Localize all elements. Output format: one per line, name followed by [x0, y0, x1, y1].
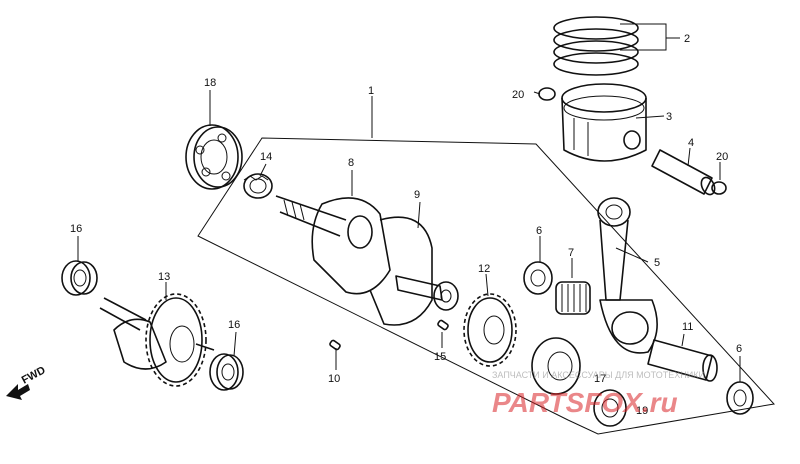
piston-rings: [553, 16, 639, 76]
callout-18: 18: [204, 77, 216, 89]
callout-20-upper: 20: [512, 89, 524, 101]
primary-drive-gear: [463, 293, 517, 367]
thrust-washer-upper: [523, 261, 553, 295]
fwd-label: FWD: [20, 364, 48, 386]
callout-10: 10: [328, 373, 340, 385]
watermark-top-text: ЗАПЧАСТИ И АКСЕССУАРЫ ДЛЯ МОТОТЕХНИКИ: [492, 370, 705, 380]
oil-seal-right: [593, 389, 627, 427]
crankshaft: [275, 195, 459, 326]
callout-7: 7: [568, 247, 574, 259]
needle-bearing: [555, 281, 591, 315]
callout-20-lower: 20: [716, 151, 728, 163]
callout-19: 19: [636, 405, 648, 417]
balancer-bearing-left: [61, 260, 98, 296]
callout-9: 9: [414, 189, 420, 201]
fwd-arrow-icon: [6, 384, 30, 400]
callout-5: 5: [654, 257, 660, 269]
callout-15: 15: [434, 351, 446, 363]
callout-2: 2: [684, 33, 690, 45]
piston-pin: [651, 149, 716, 196]
connecting-rod: [597, 197, 658, 354]
woodruff-key-10: [329, 339, 341, 351]
watermark-logo: PARTSFOX.ru: [492, 387, 678, 418]
callout-1: 1: [368, 85, 374, 97]
callout-3: 3: [666, 111, 672, 123]
oil-seal: [243, 173, 273, 199]
watermark: ЗАПЧАСТИ И АКСЕССУАРЫ ДЛЯ МОТОТЕХНИКИ PA…: [492, 370, 705, 418]
balancer-shaft: [99, 293, 215, 387]
callout-13: 13: [158, 271, 170, 283]
callout-numbers: 1 2 3 4 5 6 6 7 8 9 10 11 12 13 14 15 16…: [70, 33, 742, 417]
balancer-bearing-right: [209, 353, 244, 391]
leader-lines: [77, 23, 741, 382]
crankshaft-bearing-left: [185, 124, 243, 190]
callout-4: 4: [688, 137, 694, 149]
callout-11: 11: [682, 321, 693, 333]
callout-12: 12: [478, 263, 490, 275]
callout-8: 8: [348, 157, 354, 169]
piston-pin-clip-lower: [711, 181, 727, 195]
callout-14: 14: [260, 151, 272, 163]
callout-16-lower: 16: [228, 319, 240, 331]
piston: [561, 83, 647, 162]
crankshaft-bearing-right: [531, 337, 581, 395]
assembly-outline: [197, 137, 775, 435]
crank-pin: [647, 339, 718, 382]
callout-6-upper: 6: [536, 225, 542, 237]
callout-6-lower: 6: [736, 343, 742, 355]
callout-16-upper: 16: [70, 223, 82, 235]
piston-pin-clip-upper: [538, 87, 556, 101]
woodruff-key-15: [437, 319, 449, 331]
thrust-washer-lower: [726, 381, 754, 415]
callout-17: 17: [594, 373, 606, 385]
